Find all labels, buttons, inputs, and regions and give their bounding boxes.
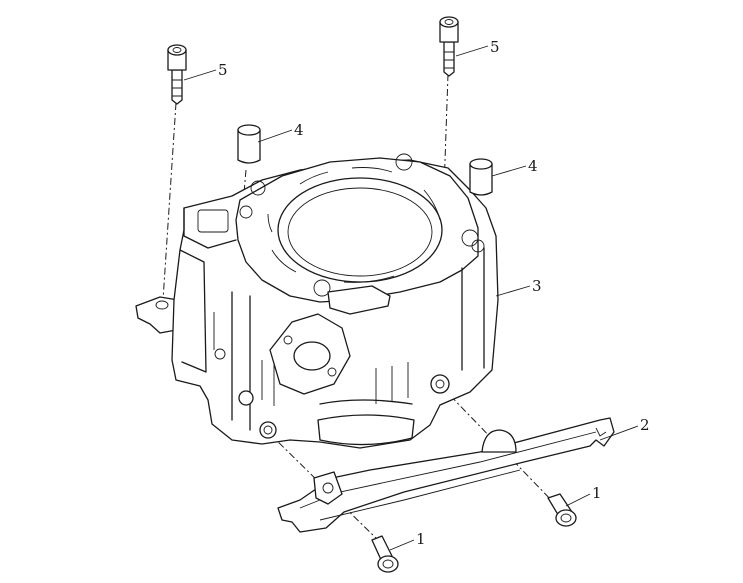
callout-dowel-left: 4 xyxy=(294,121,304,139)
bolt-long-right-part xyxy=(439,16,459,77)
callout-labels: 1 1 2 3 4 4 5 5 xyxy=(218,38,650,548)
callout-guide-plate: 2 xyxy=(640,416,650,434)
callout-bolt-short-right: 1 xyxy=(592,484,602,502)
bolt-long-left-part xyxy=(167,44,187,105)
callout-bolt-long-left: 5 xyxy=(218,61,228,79)
bolt-short-left-part xyxy=(371,535,399,573)
chain-guide-plate xyxy=(277,417,615,533)
callout-cylinder: 3 xyxy=(532,277,542,295)
callout-dowel-right: 4 xyxy=(528,157,538,175)
dowel-left-part xyxy=(237,124,261,164)
cylinder-block xyxy=(135,153,499,449)
bolt-short-right-part xyxy=(547,493,577,527)
callout-bolt-long-right: 5 xyxy=(490,38,500,56)
callout-bolt-short-left: 1 xyxy=(416,530,426,548)
dowel-right-part xyxy=(469,158,493,196)
leader-lines xyxy=(183,45,639,551)
